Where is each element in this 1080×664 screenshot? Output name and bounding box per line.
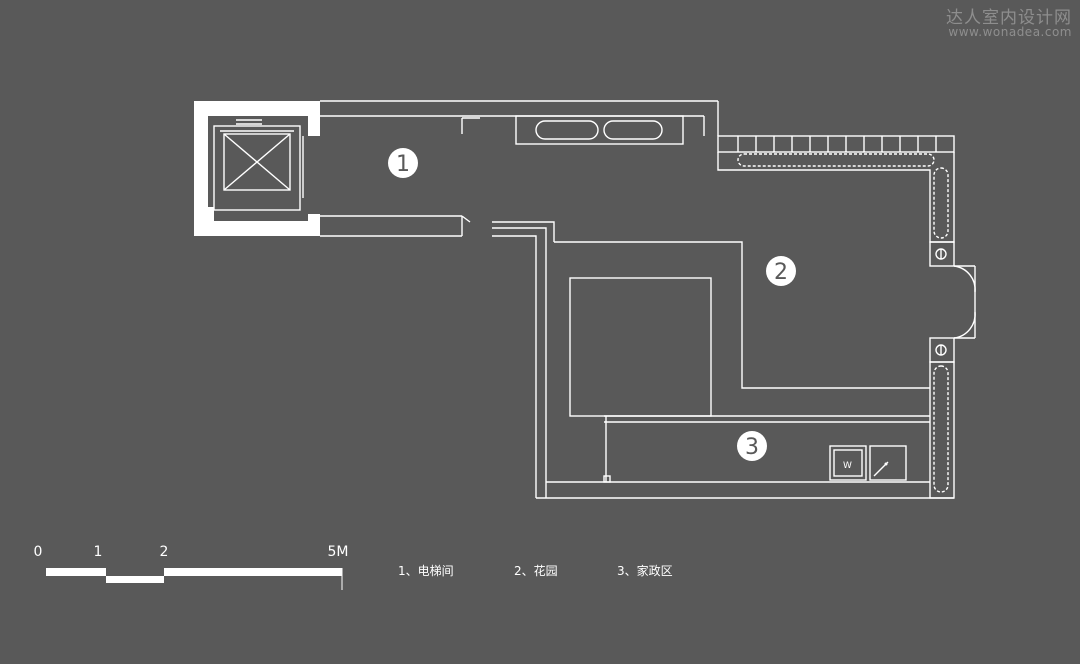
scale-tick-0: 0 [34,544,43,560]
legend: 1、电梯间 2、花园 3、家政区 [398,563,673,578]
room-number-1: 1 [396,152,410,177]
scale-tick-1: 1 [94,544,103,560]
washer-mark: W [843,461,852,471]
room-number-2: 2 [774,260,788,285]
elevator-shaft [194,101,320,236]
room-marker-2: 2 [766,256,796,286]
garden-walls [492,135,976,499]
floor-drain-icon [884,462,888,466]
scale-bar: 0 1 2 5M [34,544,349,590]
utility-area [603,415,930,483]
room-marker-1: 1 [388,148,418,178]
legend-item-2: 2、花园 [514,563,558,578]
legend-item-1: 1、电梯间 [398,564,454,578]
room-number-3: 3 [745,435,759,460]
room-marker-3: 3 [737,431,767,461]
elevator-hall-walls [320,100,719,237]
watermark-title: 达人室内设计网 [946,8,1072,28]
scale-tick-2: 2 [160,544,169,560]
scale-tick-5m: 5M [328,544,349,560]
legend-item-3: 3、家政区 [617,563,673,578]
watermark-url: www.wonadea.com [948,25,1072,39]
